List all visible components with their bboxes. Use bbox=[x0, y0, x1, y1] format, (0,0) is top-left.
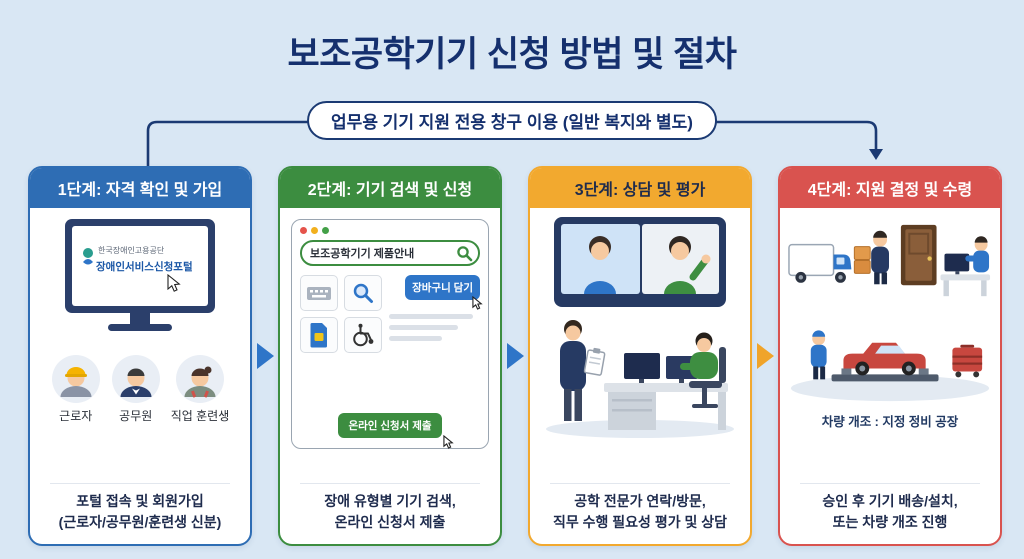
step-2-caption: 장애 유형별 기기 검색, 온라인 신청서 제출 bbox=[324, 493, 456, 530]
step-4-caption: 승인 후 기기 배송/설치, 또는 차량 개조 진행 bbox=[822, 493, 958, 530]
flow-arrow-2 bbox=[502, 166, 528, 546]
trainee-icon bbox=[175, 355, 224, 403]
truck-icon bbox=[788, 243, 852, 283]
text-placeholder-lines bbox=[389, 314, 480, 341]
device-tiles bbox=[300, 275, 382, 353]
seated-worker-icon bbox=[680, 332, 726, 408]
persona-official: 공무원 bbox=[111, 354, 161, 424]
car-lift-icon bbox=[831, 342, 939, 382]
consultation-illustration bbox=[546, 217, 734, 438]
keyboard-icon bbox=[300, 275, 338, 311]
cart-button[interactable]: 장바구니 담기 bbox=[405, 275, 480, 300]
browser-window: 보조공학기기 제품안내 bbox=[291, 219, 489, 449]
divider bbox=[800, 483, 980, 485]
cursor-icon bbox=[472, 296, 483, 310]
step-2-header: 2단계: 기기 검색 및 신청 bbox=[280, 168, 500, 208]
search-bar[interactable]: 보조공학기기 제품안내 bbox=[300, 240, 480, 266]
vehicle-note: 차량 개조 : 지정 정비 공장 bbox=[821, 415, 959, 429]
portal-monitor-illustration: 한국장애인고용공단 장애인서비스신청포털 bbox=[65, 219, 215, 331]
step-card-2: 2단계: 기기 검색 및 신청 보조공학기기 제품안내 bbox=[278, 166, 502, 546]
page-title: 보조공학기기 신청 방법 및 절차 bbox=[287, 35, 738, 74]
installer-icon bbox=[940, 236, 991, 297]
persona-label: 직업 훈련생 bbox=[170, 409, 230, 423]
persona-trainee: 직업 훈련생 bbox=[170, 354, 230, 424]
divider bbox=[50, 483, 230, 485]
official-icon bbox=[111, 355, 160, 403]
step-1-header: 1단계: 자격 확인 및 가입 bbox=[30, 168, 250, 208]
portal-logo-icon bbox=[83, 248, 93, 258]
divider bbox=[300, 483, 480, 485]
portal-name-text: 장애인서비스신청포털 bbox=[96, 260, 193, 273]
step-1-caption: 포털 접속 및 회원가입 (근로자/공무원/훈련생 신분) bbox=[58, 493, 222, 530]
consultant-icon bbox=[560, 320, 606, 421]
delivery-illustration bbox=[788, 224, 991, 402]
search-icon bbox=[457, 245, 473, 261]
steps-row: 1단계: 자격 확인 및 가입 한국장애인고용공단 장애인서비스신청포털 bbox=[28, 166, 1002, 546]
browser-controls bbox=[300, 227, 480, 234]
step-card-1: 1단계: 자격 확인 및 가입 한국장애인고용공단 장애인서비스신청포털 bbox=[28, 166, 252, 546]
flow-arrow-1 bbox=[252, 166, 278, 546]
banner-note: 업무용 기기 지원 전용 창구 이용 (일반 복지와 별도) bbox=[307, 101, 717, 140]
search-input[interactable]: 보조공학기기 제품안내 bbox=[310, 248, 415, 260]
toolbox-icon bbox=[952, 344, 983, 378]
step-3-header: 3단계: 상담 및 평가 bbox=[530, 168, 750, 208]
cursor-icon bbox=[167, 273, 181, 292]
flow-arrow-3 bbox=[752, 166, 778, 546]
submit-button[interactable]: 온라인 신청서 제출 bbox=[338, 413, 442, 438]
browser-dot-red bbox=[300, 227, 307, 234]
delivery-person-icon bbox=[853, 230, 890, 285]
mechanic-icon bbox=[810, 330, 827, 380]
divider bbox=[550, 483, 730, 485]
step-card-4: 4단계: 지원 결정 및 수령 bbox=[778, 166, 1002, 546]
persona-row: 근로자 공무원 bbox=[51, 354, 230, 424]
step-card-3: 3단계: 상담 및 평가 bbox=[528, 166, 752, 546]
worker-icon bbox=[51, 355, 100, 403]
step-4-header: 4단계: 지원 결정 및 수령 bbox=[780, 168, 1000, 208]
wheelchair-icon bbox=[344, 317, 382, 353]
step-3-caption: 공학 전문가 연락/방문, 직무 수행 필요성 평가 및 상담 bbox=[552, 493, 727, 530]
cursor-icon bbox=[443, 435, 454, 449]
browser-dot-yellow bbox=[311, 227, 318, 234]
video-call-icon bbox=[554, 217, 726, 307]
browser-dot-green bbox=[322, 227, 329, 234]
persona-worker: 근로자 bbox=[51, 354, 101, 424]
portal-org-text: 한국장애인고용공단 bbox=[98, 245, 165, 255]
persona-label: 근로자 bbox=[59, 409, 93, 423]
persona-label: 공무원 bbox=[119, 409, 153, 423]
magnifier-icon bbox=[344, 275, 382, 311]
arrow-down-icon bbox=[869, 149, 883, 160]
clipboard-icon bbox=[583, 347, 606, 376]
door-icon bbox=[900, 224, 937, 286]
sim-card-icon bbox=[300, 317, 338, 353]
